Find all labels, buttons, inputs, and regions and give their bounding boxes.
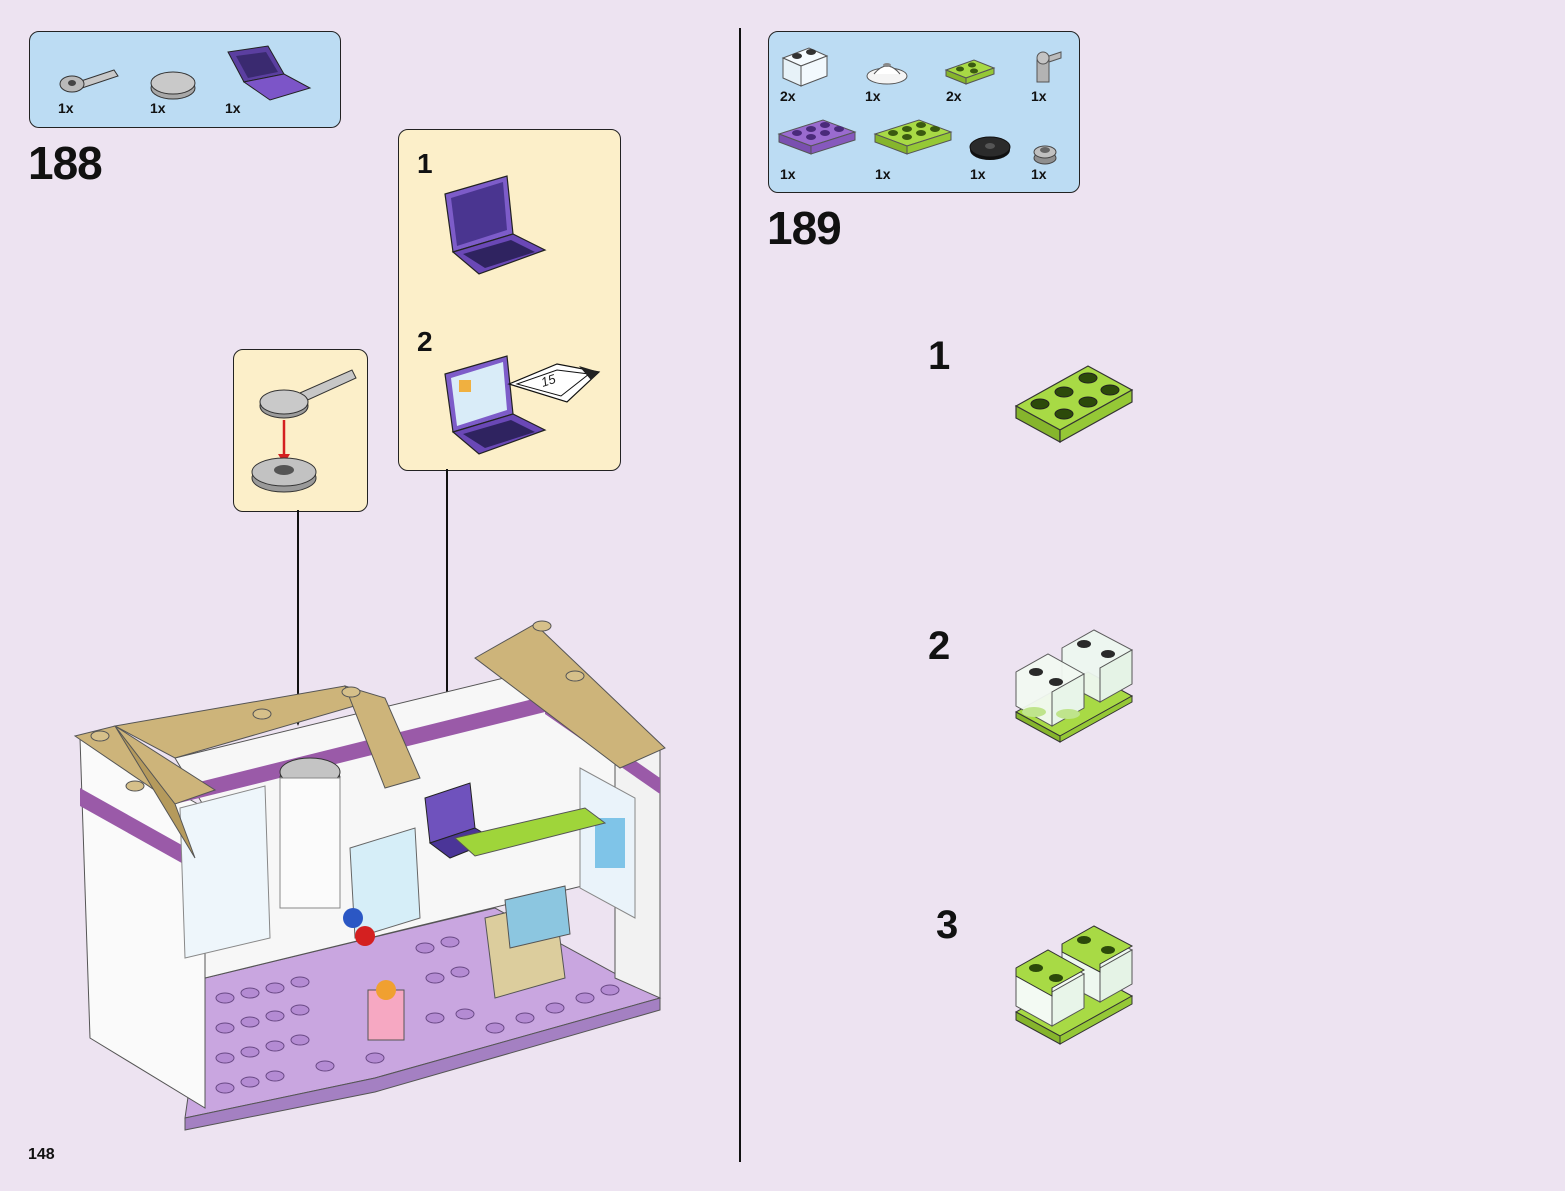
round-dish-icon [150,71,196,100]
lime-plate-small-icon [944,59,996,85]
callout-step-2: 2 [417,326,433,357]
dish-sub-assembly-callout [233,349,368,512]
step-number-189: 189 [767,202,842,254]
dish-attach-icon [251,369,357,493]
part-qty-189-1: 2x [780,88,796,104]
lime-plate-icon [873,119,953,155]
callout-step-1: 1 [417,148,433,179]
transparent-brick-icon [781,47,829,87]
page-number: 148 [28,1146,55,1163]
substep-2-transparent-bricks [1014,629,1134,743]
white-dome-icon [866,63,908,85]
laptop-icon [227,45,312,101]
laptop-sub-assembly-callout: 1 2 15 [398,129,621,471]
substep-1: 1 [928,334,951,378]
part-qty-188-2: 1x [150,100,166,116]
parts-list-188: 1x 1x 1x [29,31,341,128]
part-qty-189-4: 1x [1031,88,1047,104]
page-divider [739,28,741,1162]
friends-room-model [73,620,666,1131]
substep-1-lime-plate [1014,365,1134,444]
laptop-with-sticker-icon [444,355,601,455]
part-qty-189-3: 2x [946,88,962,104]
black-round-tile-icon [969,136,1011,160]
parts-list-189: 2x 1x 2x 1x 1x 1x 1x [768,31,1080,193]
part-qty-188-3: 1x [225,100,241,116]
part-qty-189-8: 1x [1031,166,1047,182]
part-qty-189-2: 1x [865,88,881,104]
substep-2: 2 [928,624,951,668]
purple-plate-icon [777,119,857,155]
part-qty-189-6: 1x [875,166,891,182]
grey-clip-icon [1036,51,1062,83]
open-laptop-icon [444,175,547,275]
part-qty-189-5: 1x [780,166,796,182]
wrench-lever-icon [59,69,119,93]
part-qty-189-7: 1x [970,166,986,182]
step-number-188: 188 [28,137,103,189]
part-qty-188-1: 1x [58,100,74,116]
grey-round-stud-icon [1033,145,1057,165]
substep-3: 3 [936,903,959,947]
substep-3-lime-capped-bricks [1014,925,1134,1045]
